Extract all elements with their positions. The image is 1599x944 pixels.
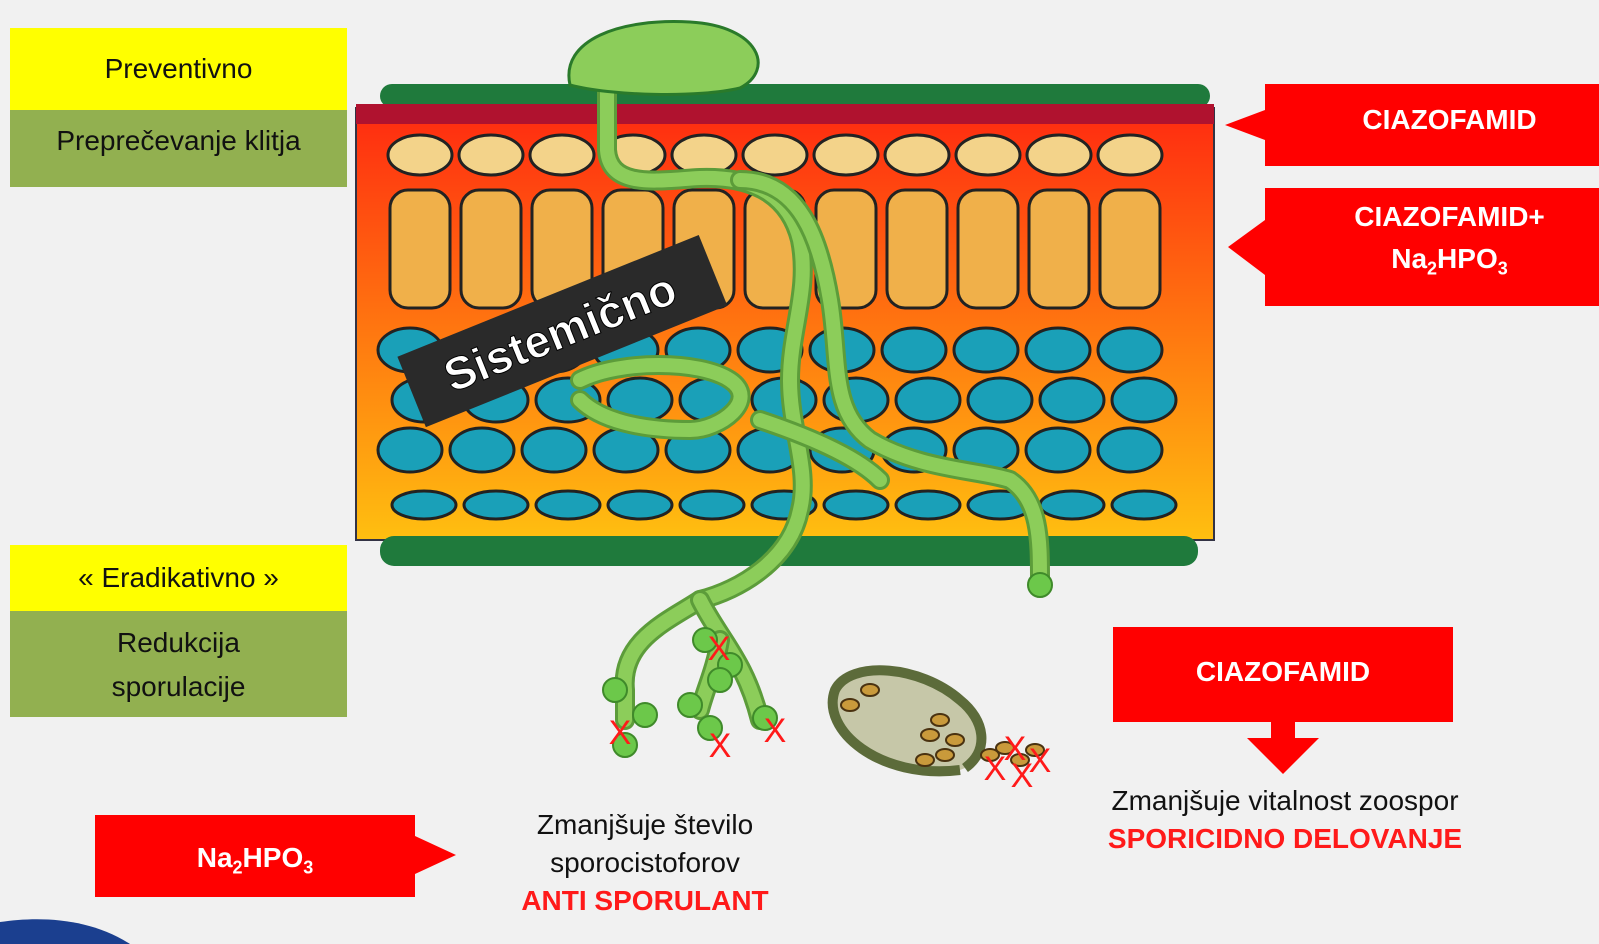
kill-mark-x: X bbox=[1029, 742, 1052, 780]
palisade-cell bbox=[1029, 190, 1089, 308]
spongy-mesophyll-cell bbox=[954, 328, 1018, 372]
palisade-cell bbox=[1100, 190, 1160, 308]
kill-mark-x: X bbox=[764, 712, 787, 750]
formula-hpo: HPO bbox=[1437, 243, 1498, 274]
zoospore bbox=[861, 684, 879, 696]
spongy-mesophyll-cell bbox=[1098, 328, 1162, 372]
zoospore bbox=[916, 754, 934, 766]
bottom-formula-hpo: HPO bbox=[243, 842, 304, 873]
bottom-formula-sub-2: 2 bbox=[233, 858, 243, 878]
epidermal-cell bbox=[459, 135, 523, 175]
spongy-mesophyll-cell bbox=[1098, 428, 1162, 472]
spongy-mesophyll-cell bbox=[968, 378, 1032, 422]
sporangium bbox=[678, 693, 702, 717]
spongy-mesophyll-cell bbox=[882, 328, 946, 372]
spongy-mesophyll-cell bbox=[680, 491, 744, 519]
formula-sub-3: 3 bbox=[1498, 259, 1508, 279]
kill-mark-x: X bbox=[708, 630, 731, 668]
label-ciazofamid-lower-text: CIAZOFAMID bbox=[1196, 656, 1370, 687]
zoospore bbox=[931, 714, 949, 726]
corner-swoosh-decoration bbox=[0, 914, 140, 944]
spongy-mesophyll-cell bbox=[608, 491, 672, 519]
bottom-formula-sub-3: 3 bbox=[303, 858, 313, 878]
label-ciazofamid-top: CIAZOFAMID bbox=[1300, 102, 1599, 138]
sporulation-caption-emph: ANTI SPORULANT bbox=[470, 882, 820, 920]
palisade-cell bbox=[958, 190, 1018, 308]
epidermal-cell bbox=[956, 135, 1020, 175]
sporulation-caption-line2: sporocistoforov bbox=[470, 844, 820, 882]
spongy-mesophyll-cell bbox=[464, 491, 528, 519]
spongy-mesophyll-cell bbox=[450, 428, 514, 472]
epidermal-cell bbox=[885, 135, 949, 175]
zoospore bbox=[921, 729, 939, 741]
sporulation-caption: Zmanjšuje število sporocistoforov ANTI S… bbox=[470, 806, 820, 920]
epidermal-cell bbox=[743, 135, 807, 175]
spongy-mesophyll-cell bbox=[1026, 328, 1090, 372]
zoospore bbox=[936, 749, 954, 761]
epidermal-cell bbox=[1098, 135, 1162, 175]
kill-mark-x: X bbox=[709, 727, 732, 765]
germinating-spore bbox=[569, 22, 758, 95]
zoospore-caption-emph: SPORICIDNO DELOVANJE bbox=[1060, 820, 1510, 858]
label-ciazofamid-mix: CIAZOFAMID+ Na2HPO3 bbox=[1300, 199, 1599, 287]
epidermal-cell bbox=[530, 135, 594, 175]
palisade-cell bbox=[887, 190, 947, 308]
spongy-mesophyll-cell bbox=[896, 378, 960, 422]
sporangium bbox=[633, 703, 657, 727]
kill-mark-x: X bbox=[609, 714, 632, 752]
spongy-mesophyll-cell bbox=[1040, 491, 1104, 519]
spongy-mesophyll-cell bbox=[1026, 428, 1090, 472]
zoospore-caption: Zmanjšuje vitalnost zoospor SPORICIDNO D… bbox=[1060, 782, 1510, 858]
palisade-cell bbox=[461, 190, 521, 308]
formula-sub-2: 2 bbox=[1427, 259, 1437, 279]
arrow-down-lower bbox=[1113, 627, 1453, 774]
epidermal-cell bbox=[814, 135, 878, 175]
epidermal-cell bbox=[1027, 135, 1091, 175]
spongy-mesophyll-cell bbox=[522, 428, 586, 472]
label-na2hpo3-bottom: Na2HPO3 bbox=[95, 840, 415, 886]
spongy-mesophyll-cell bbox=[896, 491, 960, 519]
bottom-formula-na: Na bbox=[197, 842, 233, 873]
cuticle-layer bbox=[356, 104, 1214, 124]
label-ciazofamid-top-text: CIAZOFAMID bbox=[1362, 104, 1536, 135]
sporulation-caption-line1: Zmanjšuje število bbox=[470, 806, 820, 844]
spongy-mesophyll-cell bbox=[378, 428, 442, 472]
spongy-mesophyll-cell bbox=[824, 491, 888, 519]
label-ciazofamid-mix-line1: CIAZOFAMID+ bbox=[1300, 199, 1599, 235]
zoospore bbox=[946, 734, 964, 746]
palisade-cell bbox=[390, 190, 450, 308]
sporangium bbox=[603, 678, 627, 702]
spongy-mesophyll-cell bbox=[1112, 491, 1176, 519]
spongy-mesophyll-cell bbox=[1040, 378, 1104, 422]
spongy-mesophyll-cell bbox=[392, 491, 456, 519]
formula-na: Na bbox=[1391, 243, 1427, 274]
label-ciazofamid-mix-line2: Na2HPO3 bbox=[1300, 241, 1599, 287]
zoospore bbox=[841, 699, 859, 711]
spongy-mesophyll-cell bbox=[536, 491, 600, 519]
epidermal-cell bbox=[388, 135, 452, 175]
label-ciazofamid-lower: CIAZOFAMID bbox=[1113, 654, 1453, 690]
sporangium bbox=[1028, 573, 1052, 597]
spongy-mesophyll-cell bbox=[1112, 378, 1176, 422]
zoospore-caption-line1: Zmanjšuje vitalnost zoospor bbox=[1060, 782, 1510, 820]
sporangium bbox=[708, 668, 732, 692]
